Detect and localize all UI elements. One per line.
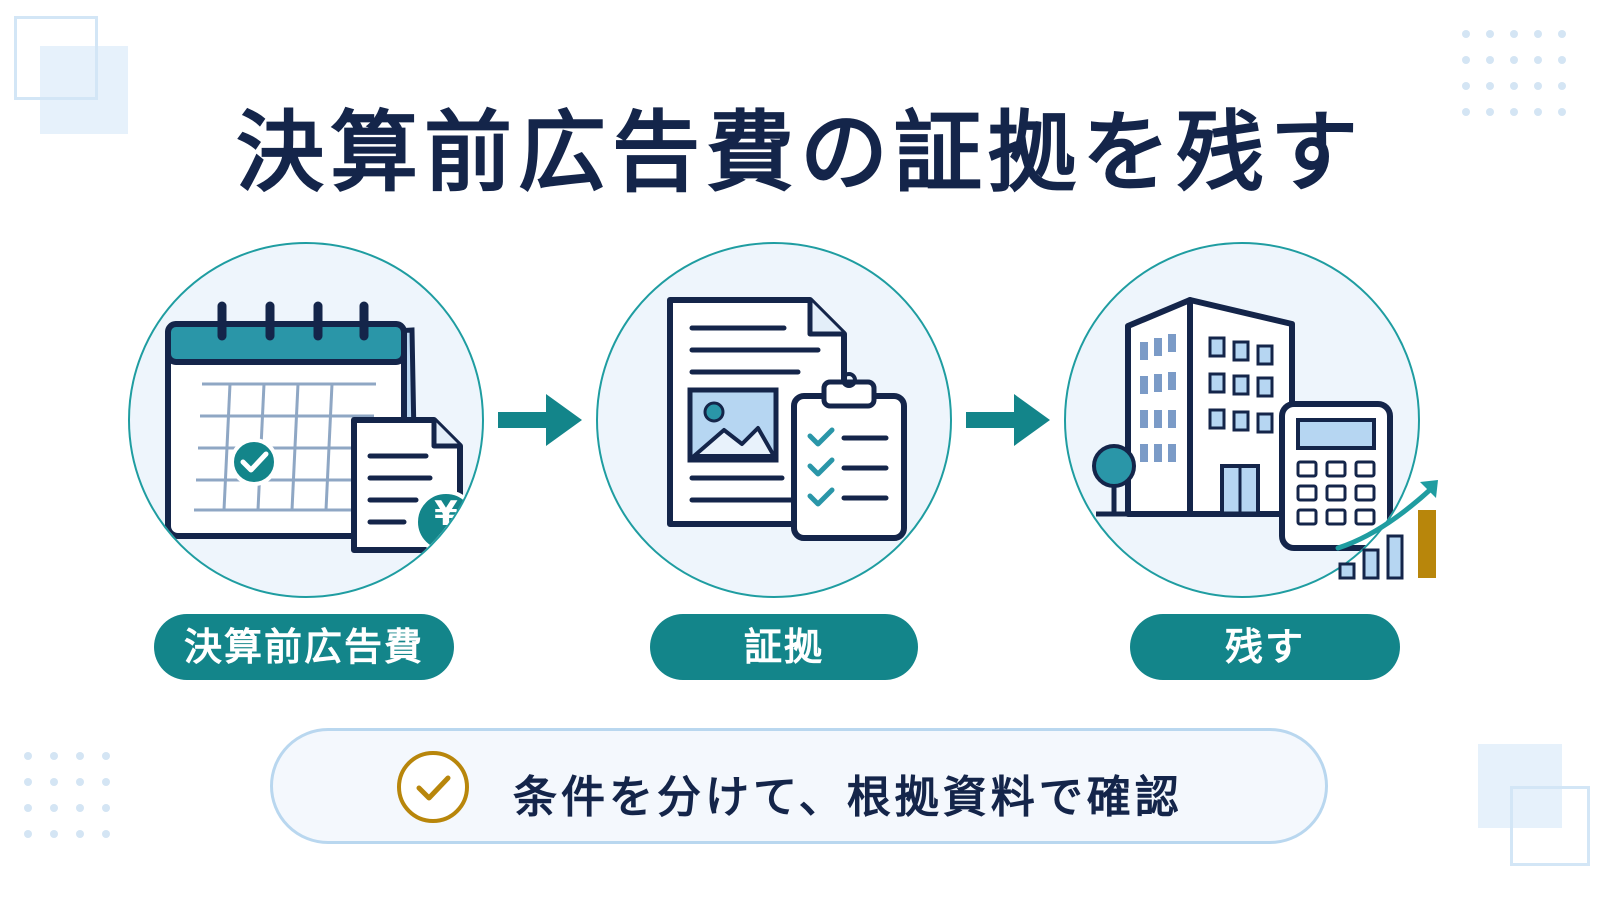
decor-square-top-left-outline <box>14 16 98 100</box>
decor-square-bottom-right-outline <box>1510 786 1590 866</box>
note-bar: 条件を分けて、根拠資料で確認 <box>270 728 1328 844</box>
yen-symbol: ¥ <box>434 494 458 534</box>
growth-chart-icon <box>1335 480 1438 580</box>
decor-dots-top-right <box>1462 30 1566 116</box>
note-text: 条件を分けて、根拠資料で確認 <box>513 772 1183 823</box>
decor-square-top-left-fill <box>40 46 128 134</box>
decor-dots-bottom-left <box>24 752 110 838</box>
page-title: 決算前広告費の証拠を残す <box>235 101 1364 204</box>
step-1-label: 決算前広告費 <box>154 614 454 680</box>
check-circle-icon <box>397 751 469 823</box>
step-3-circle <box>1064 242 1420 598</box>
arrow-right-icon <box>966 394 1050 446</box>
arrow-right-icon <box>498 394 582 446</box>
step-2-circle <box>596 242 952 598</box>
step-2-label: 証拠 <box>650 614 918 680</box>
building-calculator-chart-icon <box>1092 297 1393 551</box>
document-clipboard-icon <box>667 297 907 541</box>
step-1-circle: ¥ <box>128 242 484 598</box>
step-3-label: 残す <box>1130 614 1400 680</box>
calendar-receipt-yen-icon <box>165 301 478 554</box>
